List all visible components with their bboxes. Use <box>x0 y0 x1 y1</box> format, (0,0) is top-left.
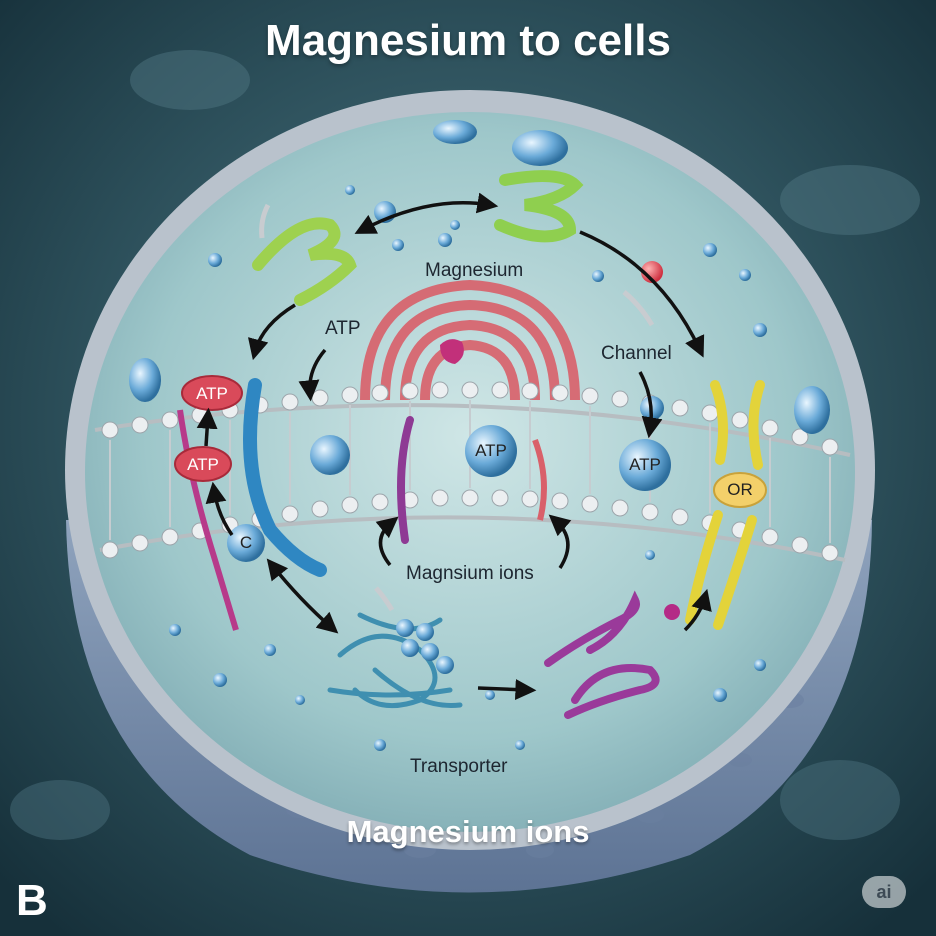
c-node-shape <box>227 524 265 562</box>
vesicle-top <box>512 130 568 166</box>
golgi-apparatus <box>360 279 580 401</box>
green-protein-right <box>494 170 584 243</box>
atp-node-center: ATP <box>475 441 507 460</box>
purple-protein-left <box>177 409 239 631</box>
blurred-shape <box>130 50 250 110</box>
magnesium-ion <box>664 604 680 620</box>
purple-protein-center <box>397 416 414 544</box>
red-protein-center <box>532 438 547 521</box>
ai-watermark: ai <box>862 876 906 908</box>
label-magnsium-ions: Magnsium ions <box>406 563 534 584</box>
transporter-ions <box>396 619 454 674</box>
blurred-shape <box>780 760 900 840</box>
page-title: Magnesium to cells <box>265 16 671 65</box>
purple-ribbon <box>544 590 660 719</box>
grey-fragment <box>374 586 395 612</box>
green-protein-left <box>252 217 357 306</box>
label-atp: ATP <box>325 318 361 339</box>
label-magnesium: Magnesium <box>425 260 524 281</box>
golgi-vesicle <box>440 339 464 364</box>
transporter-complex <box>327 612 463 709</box>
atp-pill-bottom: ATP <box>187 455 219 474</box>
blurred-shape <box>10 780 110 840</box>
atp-pill-shape <box>174 446 232 482</box>
vesicle-top <box>433 120 477 144</box>
flow-arrows <box>196 192 712 700</box>
vesicle-right <box>794 386 830 434</box>
atp-node-right: ATP <box>629 455 661 474</box>
grey-fragment <box>622 290 655 327</box>
atp-pill-top: ATP <box>196 384 228 403</box>
atp-node-shape <box>465 425 517 477</box>
label-transporter: Transporter <box>410 756 508 777</box>
label-channel: Channel <box>601 343 672 364</box>
or-node: OR <box>727 480 753 499</box>
vesicle-left <box>129 358 161 402</box>
c-node: C <box>239 533 253 552</box>
blurred-shape <box>780 165 920 235</box>
magnesium-ion <box>641 261 663 283</box>
grey-fragment <box>259 203 271 239</box>
atp-node-shape <box>619 439 671 491</box>
panel-letter: B <box>16 876 48 925</box>
bottom-caption: Magnesium ions <box>346 814 590 849</box>
or-node-shape <box>713 472 767 508</box>
